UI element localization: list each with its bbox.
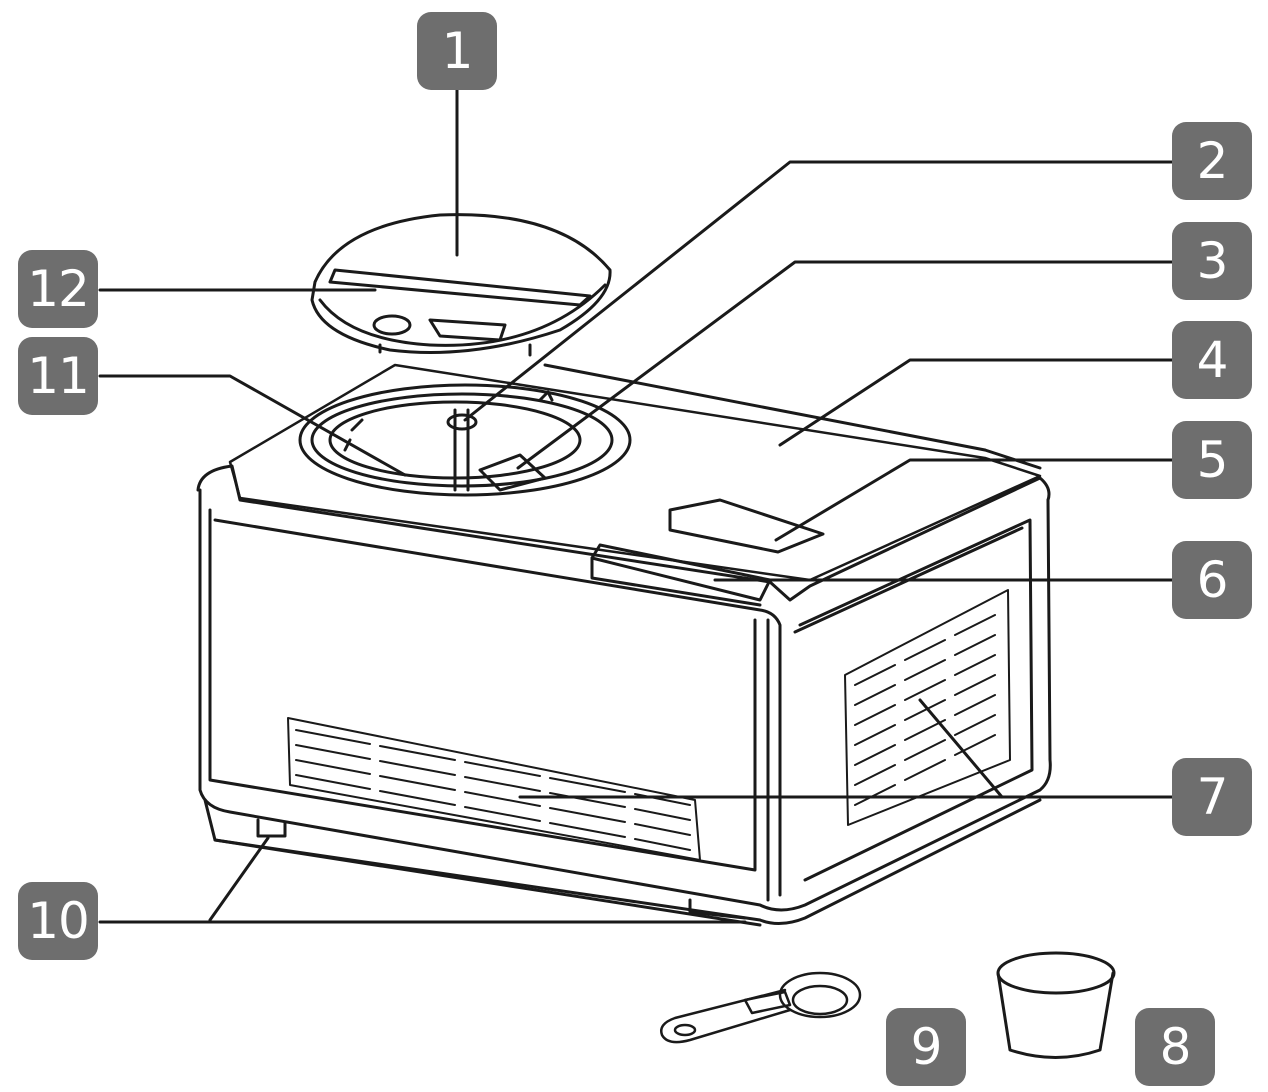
callout-1: 1	[417, 12, 497, 90]
front-vent	[287, 717, 701, 861]
callout-4: 4	[1172, 321, 1252, 399]
callout-9: 9	[886, 1008, 966, 1086]
callout-11: 11	[18, 337, 98, 415]
callout-7: 7	[1172, 758, 1252, 836]
callout-5: 5	[1172, 421, 1252, 499]
callout-2: 2	[1172, 122, 1252, 200]
callout-12: 12	[18, 250, 98, 328]
leader-lines	[98, 88, 1174, 924]
callout-10: 10	[18, 882, 98, 960]
lid	[310, 213, 612, 357]
measuring-cup	[996, 951, 1116, 1059]
measuring-spoon	[660, 971, 862, 1044]
callout-3: 3	[1172, 222, 1252, 300]
appliance-body	[196, 363, 1052, 927]
feet	[256, 818, 747, 920]
callout-8: 8	[1135, 1008, 1215, 1086]
callout-6: 6	[1172, 541, 1252, 619]
